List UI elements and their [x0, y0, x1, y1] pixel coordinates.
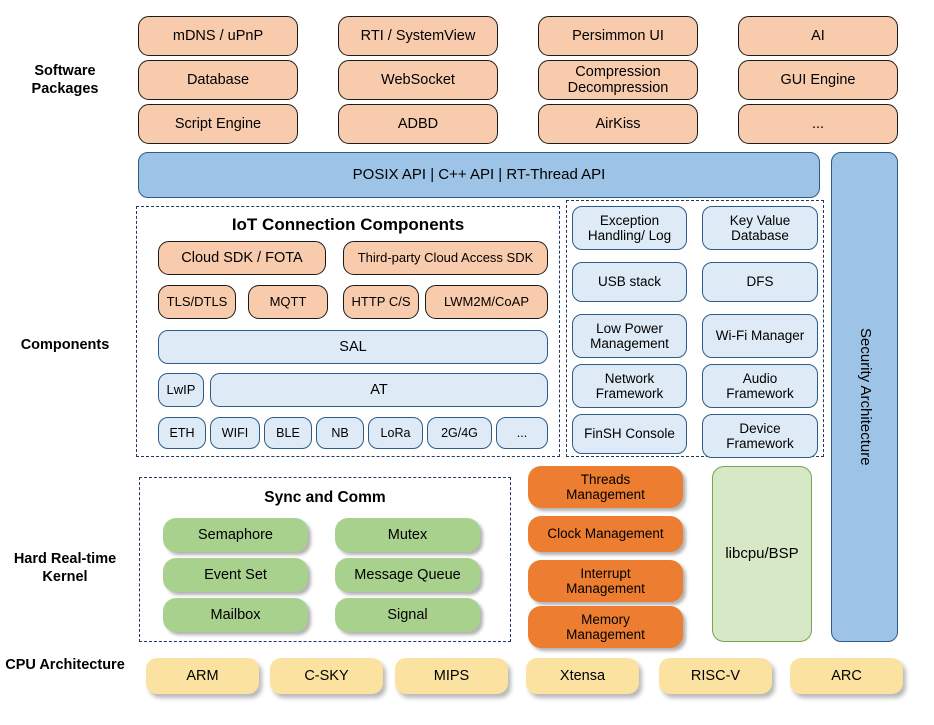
iot-lwip-box[interactable]: LwIP	[158, 373, 204, 407]
component-box[interactable]: Low Power Management	[572, 314, 687, 358]
row-label-software-packages: Software Packages	[31, 63, 99, 98]
iot-protocol-box[interactable]: TLS/DTLS	[158, 285, 236, 319]
package-box[interactable]: Compression Decompression	[538, 60, 698, 100]
iot-sal-box[interactable]: SAL	[158, 330, 548, 364]
iot-at-box[interactable]: AT	[210, 373, 548, 407]
cpu-arch-box[interactable]: C-SKY	[270, 658, 383, 694]
package-box[interactable]: AirKiss	[538, 104, 698, 144]
package-box[interactable]: mDNS / uPnP	[138, 16, 298, 56]
package-box[interactable]: Persimmon UI	[538, 16, 698, 56]
sync-box[interactable]: Mutex	[335, 518, 480, 552]
kernel-service-box[interactable]: Clock Management	[528, 516, 683, 552]
package-box[interactable]: WebSocket	[338, 60, 498, 100]
package-box[interactable]: Database	[138, 60, 298, 100]
package-box[interactable]: Script Engine	[138, 104, 298, 144]
kernel-service-box[interactable]: Memory Management	[528, 606, 683, 648]
sync-and-comm-frame	[139, 477, 511, 642]
row-label-kernel: Hard Real-time Kernel	[13, 551, 117, 586]
cpu-arch-box[interactable]: ARM	[146, 658, 259, 694]
package-box[interactable]: AI	[738, 16, 898, 56]
iot-link-box[interactable]: ...	[496, 417, 548, 449]
iot-link-box[interactable]: 2G/4G	[427, 417, 492, 449]
component-box[interactable]: Audio Framework	[702, 364, 818, 408]
row-label-components: Components	[20, 337, 110, 353]
component-box[interactable]: Network Framework	[572, 364, 687, 408]
component-box[interactable]: Key Value Database	[702, 206, 818, 250]
sync-box[interactable]: Signal	[335, 598, 480, 632]
iot-protocol-box[interactable]: HTTP C/S	[343, 285, 419, 319]
package-box[interactable]: ADBD	[338, 104, 498, 144]
component-box[interactable]: Exception Handling/ Log	[572, 206, 687, 250]
package-box[interactable]: GUI Engine	[738, 60, 898, 100]
cpu-arch-box[interactable]: Xtensa	[526, 658, 639, 694]
components-right-frame	[566, 200, 824, 457]
api-bar[interactable]: POSIX API | C++ API | RT-Thread API	[138, 152, 820, 198]
component-box[interactable]: Wi-Fi Manager	[702, 314, 818, 358]
iot-protocol-box[interactable]: MQTT	[248, 285, 328, 319]
row-label-cpu-architecture: CPU Architecture	[5, 657, 125, 673]
iot-cloud-box[interactable]: Third-party Cloud Access SDK	[343, 241, 548, 275]
sync-and-comm-title: Sync and Comm	[264, 489, 386, 506]
iot-link-box[interactable]: BLE	[264, 417, 312, 449]
component-box[interactable]: Device Framework	[702, 414, 818, 458]
iot-connection-components-title: IoT Connection Components	[231, 215, 465, 234]
iot-link-box[interactable]: NB	[316, 417, 364, 449]
sync-box[interactable]: Semaphore	[163, 518, 308, 552]
sync-box[interactable]: Event Set	[163, 558, 308, 592]
sync-box[interactable]: Message Queue	[335, 558, 480, 592]
iot-link-box[interactable]: LoRa	[368, 417, 423, 449]
component-box[interactable]: DFS	[702, 262, 818, 302]
iot-link-box[interactable]: ETH	[158, 417, 206, 449]
component-box[interactable]: FinSH Console	[572, 414, 687, 454]
cpu-arch-box[interactable]: RISC-V	[659, 658, 772, 694]
cpu-arch-box[interactable]: MIPS	[395, 658, 508, 694]
iot-connection-components-frame	[136, 206, 560, 457]
libcpu-bsp-box[interactable]: libcpu/BSP	[712, 466, 812, 642]
kernel-service-box[interactable]: Threads Management	[528, 466, 683, 508]
kernel-service-box[interactable]: Interrupt Management	[528, 560, 683, 602]
iot-cloud-box[interactable]: Cloud SDK / FOTA	[158, 241, 326, 275]
iot-protocol-box[interactable]: LWM2M/CoAP	[425, 285, 548, 319]
package-box[interactable]: ...	[738, 104, 898, 144]
iot-link-box[interactable]: WIFI	[210, 417, 260, 449]
component-box[interactable]: USB stack	[572, 262, 687, 302]
security-architecture-column[interactable]: Security Architecture	[831, 152, 898, 642]
cpu-arch-box[interactable]: ARC	[790, 658, 903, 694]
package-box[interactable]: RTI / SystemView	[338, 16, 498, 56]
sync-box[interactable]: Mailbox	[163, 598, 308, 632]
